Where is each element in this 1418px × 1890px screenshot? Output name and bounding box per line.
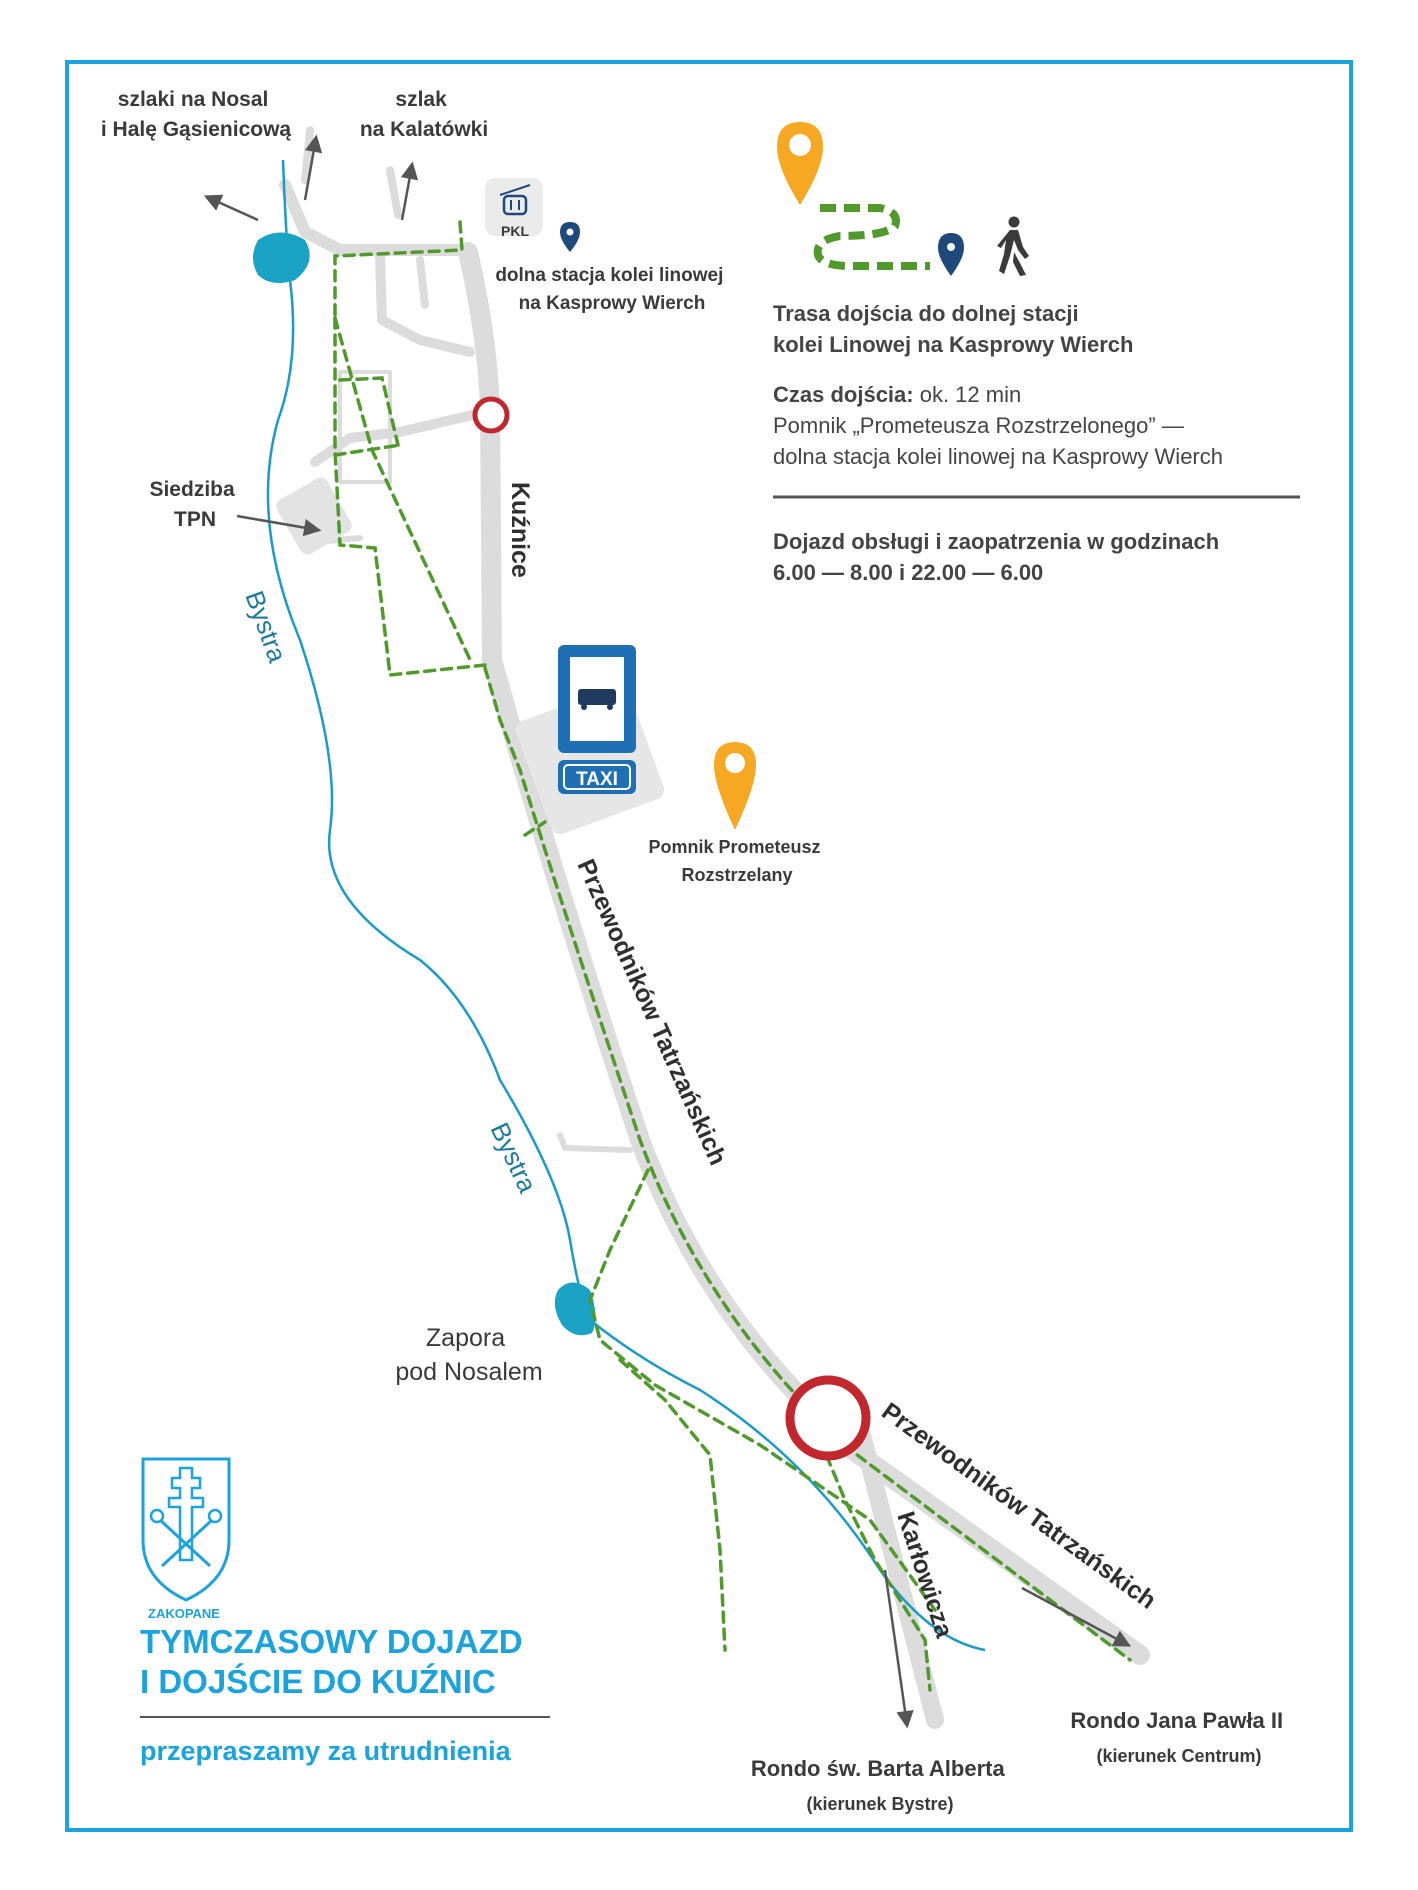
road-side-2 [557, 1132, 568, 1151]
legend-service-line-1: Dojazd obsługi i zaopatrzenia w godzinac… [773, 529, 1220, 554]
label-tpn: Siedziba TPN [149, 478, 240, 531]
road-karlowicza [853, 1426, 944, 1729]
roundabout-bottom [785, 1375, 871, 1461]
label-dam: Zapora pod Nosalem [395, 1324, 542, 1386]
taxi-sign-icon [558, 760, 636, 794]
road-main [458, 242, 828, 1425]
label-bystra-2: Bystra [485, 1118, 544, 1198]
map-frame [65, 60, 1353, 1832]
taxi-label: TAXI [576, 769, 618, 790]
legend-time: Czas dojścia: ok. 12 min Pomnik „Promete… [773, 379, 1223, 472]
road-top-5 [416, 256, 429, 309]
label-kuznice: Kuźnice [506, 482, 534, 578]
road-przewodnikow-lower [822, 1425, 1150, 1665]
legend-segment-line-1: Pomnik „Prometeusza Rozstrzelonego” — [773, 413, 1184, 438]
road-top-3 [386, 166, 402, 219]
legend-end-pin-icon [938, 233, 964, 276]
label-rondo-jp2: Rondo Jana Pawła II (kierunek Centrum) [1070, 1708, 1287, 1766]
poster-title: TYMCZASOWY DOJAZD I DOJŚCIE DO KUŹNIC [140, 1622, 523, 1702]
walking-person-icon [997, 216, 1029, 276]
road-side [562, 1145, 633, 1153]
road-top-4 [375, 251, 475, 357]
building-tpn [276, 477, 352, 555]
legend-route-title: Trasa dojścia do dolnej stacji kolei Lin… [773, 298, 1133, 360]
river-bystra [266, 159, 986, 1652]
legend-time-value: ok. 12 min [913, 382, 1022, 407]
building-top [338, 370, 392, 484]
legend-time-line: Czas dojścia: ok. 12 min [773, 379, 1223, 410]
label-rondo-alberta: Rondo św. Barta Alberta (kierunek Bystre… [751, 1756, 1009, 1814]
label-trails-nosal: szlaki na Nosal i Halę Gąsienicową [101, 88, 292, 141]
legend-segment-line-2: dolna stacja kolei linowej na Kasprowy W… [773, 444, 1223, 469]
poster-title-line-2: I DOJŚCIE DO KUŹNIC [140, 1663, 496, 1700]
legend-route-icon [813, 204, 930, 270]
apology-text: przepraszamy za utrudnienia [140, 1736, 511, 1766]
legend-time-label: Czas dojścia: [773, 382, 914, 407]
pkl-building [485, 178, 543, 236]
walking-route [333, 220, 1132, 1692]
monument-pin-icon [714, 742, 756, 830]
legend-route-title-line-1: Trasa dojścia do dolnej stacji [773, 301, 1079, 326]
cable-car-icon [499, 184, 531, 216]
lake-top [253, 232, 310, 284]
legend-service-hours: Dojazd obsługi i zaopatrzenia w godzinac… [773, 526, 1219, 588]
legend-route-title-line-2: kolei Linowej na Kasprowy Wierch [773, 332, 1134, 357]
label-lower-station: dolna stacja kolei linowej na Kasprowy W… [495, 265, 728, 314]
poster-title-line-1: TYMCZASOWY DOJAZD [140, 1623, 523, 1660]
logo-city-label: ZAKOPANE [148, 1606, 220, 1621]
direction-arrows [203, 134, 1132, 1729]
roundabout-top [472, 396, 510, 434]
bus-stop-sign-icon [558, 645, 636, 753]
road-top-left [279, 179, 476, 256]
label-monument: Pomnik Prometeusz Rozstrzelany [648, 837, 825, 885]
road-tpn-1 [310, 407, 490, 467]
lake-dam [554, 1282, 596, 1336]
label-trail-kalatowki: szlak na Kalatówki [360, 88, 488, 141]
zakopane-coat-of-arms-logo [141, 1457, 231, 1602]
legend-service-line-2: 6.00 — 8.00 i 22.00 — 6.00 [773, 560, 1044, 585]
legend-start-pin-icon [777, 122, 823, 205]
pkl-label: PKL [501, 223, 529, 239]
station-pin-icon [560, 222, 580, 252]
